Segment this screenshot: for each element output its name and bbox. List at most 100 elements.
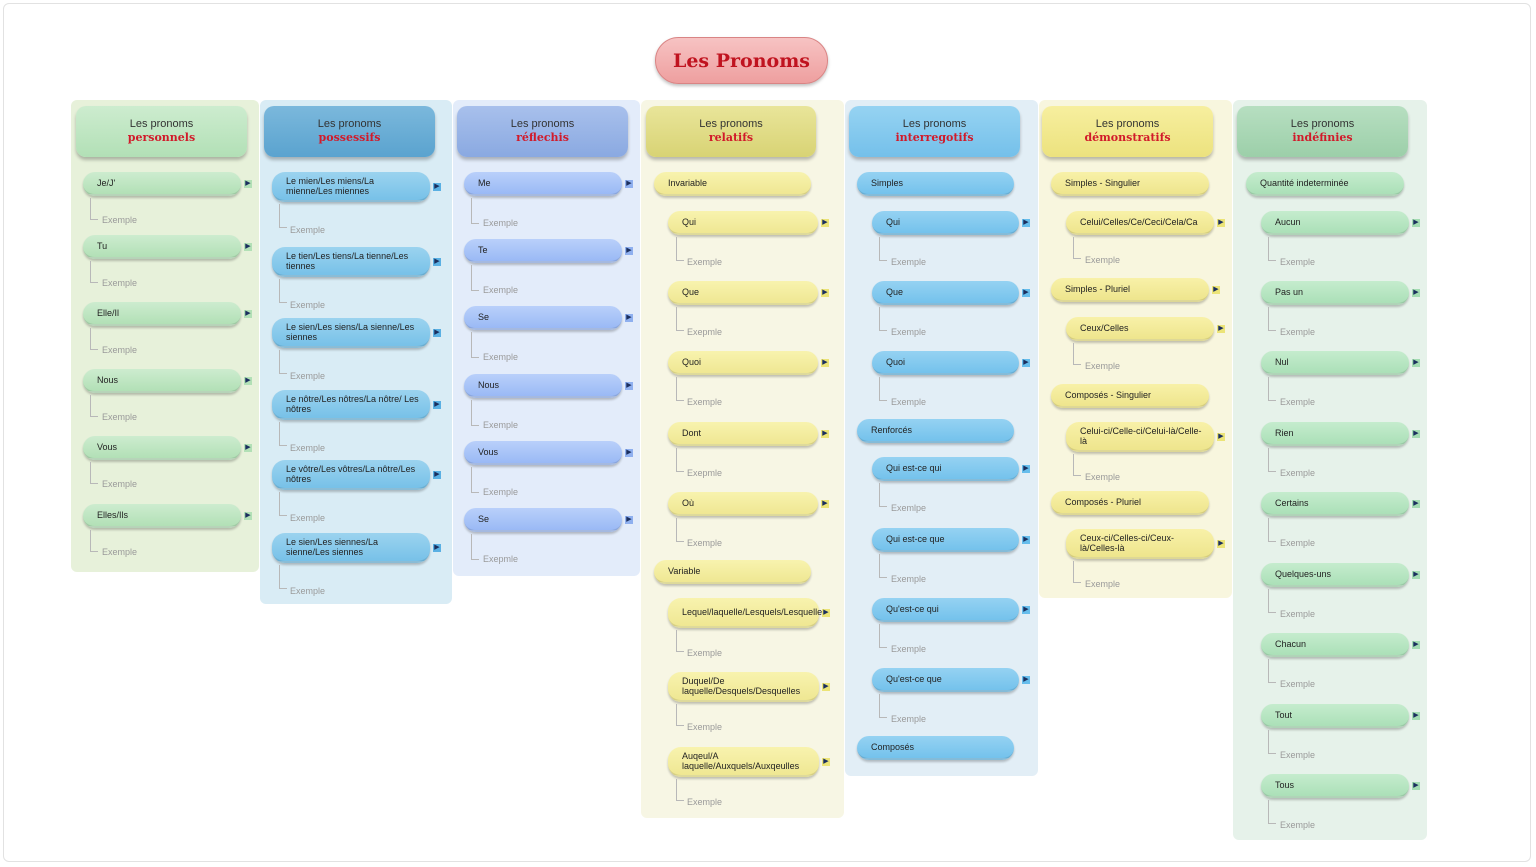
expand-arrow-icon[interactable]: ▶ [1022, 606, 1030, 614]
list-item[interactable]: Quelques-uns [1261, 563, 1409, 587]
list-item[interactable]: Aucun [1261, 211, 1409, 235]
expand-arrow-icon[interactable]: ▶ [1022, 536, 1030, 544]
group-node[interactable]: Composés - Singulier [1051, 384, 1209, 408]
list-item[interactable]: Où [668, 492, 818, 516]
expand-arrow-icon[interactable]: ▶ [1412, 219, 1420, 227]
expand-arrow-icon[interactable]: ▶ [433, 329, 441, 337]
list-item[interactable]: Se [464, 508, 622, 532]
list-item[interactable]: Tu [83, 235, 241, 259]
expand-arrow-icon[interactable]: ▶ [244, 512, 252, 520]
expand-arrow-icon[interactable]: ▶ [433, 258, 441, 266]
list-item[interactable]: Celui/Celles/Ce/Ceci/Cela/Ca [1066, 211, 1214, 235]
group-node[interactable]: Simples - Singulier [1051, 172, 1209, 196]
list-item[interactable]: Vous [83, 436, 241, 460]
list-item[interactable]: Se [464, 306, 622, 330]
list-item[interactable]: Quoi [872, 351, 1019, 375]
list-item[interactable]: Que [872, 281, 1019, 305]
group-node[interactable]: Composés - Pluriel [1051, 491, 1209, 515]
expand-arrow-icon[interactable]: ▶ [1022, 465, 1030, 473]
list-item[interactable]: Elle/Il [83, 302, 241, 326]
column-header-demonstratifs[interactable]: Les pronoms démonstratifs [1042, 106, 1213, 157]
expand-arrow-icon[interactable]: ▶ [625, 382, 633, 390]
list-item[interactable]: Le sien/Les siens/La sienne/Les siennes [272, 318, 430, 348]
list-item[interactable]: Te [464, 239, 622, 263]
expand-arrow-icon[interactable]: ▶ [821, 219, 829, 227]
expand-arrow-icon[interactable]: ▶ [1022, 359, 1030, 367]
list-item[interactable]: Vous [464, 441, 622, 465]
expand-arrow-icon[interactable]: ▶ [625, 247, 633, 255]
expand-arrow-icon[interactable]: ▶ [433, 401, 441, 409]
list-item[interactable]: Le mien/Les miens/La mienne/Les miennes [272, 172, 430, 202]
expand-arrow-icon[interactable]: ▶ [822, 609, 830, 617]
list-item[interactable]: Le tien/Les tiens/La tienne/Les tiennes [272, 247, 430, 277]
expand-arrow-icon[interactable]: ▶ [821, 289, 829, 297]
list-item[interactable]: Me [464, 172, 622, 196]
list-item[interactable]: Que [668, 281, 818, 305]
group-node[interactable]: Renforcés [857, 419, 1014, 443]
expand-arrow-icon[interactable]: ▶ [1412, 782, 1420, 790]
list-item[interactable]: Nous [83, 369, 241, 393]
list-item[interactable]: Rien [1261, 422, 1409, 446]
column-header-personnels[interactable]: Les pronoms personnels [76, 106, 247, 157]
group-node[interactable]: Simples - Pluriel [1051, 278, 1209, 302]
group-node[interactable]: Quantité indeterminée [1246, 172, 1404, 196]
list-item[interactable]: Ceux-ci/Celles-ci/Ceux-là/Celles-là [1066, 529, 1214, 559]
list-item[interactable]: Le nôtre/Les nôtres/La nôtre/ Les nôtres [272, 390, 430, 420]
list-item[interactable]: Qui [668, 211, 818, 235]
expand-arrow-icon[interactable]: ▶ [821, 359, 829, 367]
expand-arrow-icon[interactable]: ▶ [1217, 540, 1225, 548]
expand-arrow-icon[interactable]: ▶ [1412, 359, 1420, 367]
expand-arrow-icon[interactable]: ▶ [433, 544, 441, 552]
expand-arrow-icon[interactable]: ▶ [822, 758, 830, 766]
expand-arrow-icon[interactable]: ▶ [1217, 219, 1225, 227]
expand-arrow-icon[interactable]: ▶ [821, 500, 829, 508]
list-item[interactable]: Lequel/laquelle/Lesquels/Lesquelles [668, 598, 827, 628]
expand-arrow-icon[interactable]: ▶ [1217, 325, 1225, 333]
root-title-node[interactable]: Les Pronoms [655, 37, 828, 84]
list-item[interactable]: Nous [464, 374, 622, 398]
list-item[interactable]: Quoi [668, 351, 818, 375]
expand-arrow-icon[interactable]: ▶ [1412, 712, 1420, 720]
list-item[interactable]: Chacun [1261, 633, 1409, 657]
expand-arrow-icon[interactable]: ▶ [822, 683, 830, 691]
expand-arrow-icon[interactable]: ▶ [1212, 286, 1220, 294]
column-header-interrogatifs[interactable]: Les pronoms interregotifs [849, 106, 1020, 157]
list-item[interactable]: Qu'est-ce qui [872, 598, 1019, 622]
list-item[interactable]: Elles/Ils [83, 504, 241, 528]
list-item[interactable]: Pas un [1261, 281, 1409, 305]
expand-arrow-icon[interactable]: ▶ [433, 471, 441, 479]
group-node[interactable]: Composés [857, 736, 1014, 760]
expand-arrow-icon[interactable]: ▶ [1022, 219, 1030, 227]
list-item[interactable]: Qui est-ce que [872, 528, 1019, 552]
expand-arrow-icon[interactable]: ▶ [244, 310, 252, 318]
column-header-indefinies[interactable]: Les pronoms indéfinies [1237, 106, 1408, 157]
expand-arrow-icon[interactable]: ▶ [625, 180, 633, 188]
expand-arrow-icon[interactable]: ▶ [244, 377, 252, 385]
expand-arrow-icon[interactable]: ▶ [1412, 571, 1420, 579]
list-item[interactable]: Le sien/Les siennes/La sienne/Les sienne… [272, 533, 430, 563]
list-item[interactable]: Qui est-ce qui [872, 457, 1019, 481]
list-item[interactable]: Tous [1261, 774, 1409, 798]
expand-arrow-icon[interactable]: ▶ [1022, 676, 1030, 684]
group-node[interactable]: Invariable [654, 172, 811, 196]
list-item[interactable]: Qu'est-ce que [872, 668, 1019, 692]
expand-arrow-icon[interactable]: ▶ [625, 516, 633, 524]
list-item[interactable]: Nul [1261, 351, 1409, 375]
expand-arrow-icon[interactable]: ▶ [244, 444, 252, 452]
list-item[interactable]: Certains [1261, 492, 1409, 516]
list-item[interactable]: Je/J' [83, 172, 241, 196]
expand-arrow-icon[interactable]: ▶ [1022, 289, 1030, 297]
expand-arrow-icon[interactable]: ▶ [1412, 641, 1420, 649]
column-header-reflechis[interactable]: Les pronoms réflechis [457, 106, 628, 157]
expand-arrow-icon[interactable]: ▶ [821, 430, 829, 438]
list-item[interactable]: Tout [1261, 704, 1409, 728]
expand-arrow-icon[interactable]: ▶ [433, 183, 441, 191]
column-header-relatifs[interactable]: Les pronoms relatifs [646, 106, 816, 157]
expand-arrow-icon[interactable]: ▶ [1412, 289, 1420, 297]
expand-arrow-icon[interactable]: ▶ [1217, 433, 1225, 441]
group-node[interactable]: Variable [654, 560, 811, 584]
list-item[interactable]: Qui [872, 211, 1019, 235]
list-item[interactable]: Ceux/Celles [1066, 317, 1214, 341]
list-item[interactable]: Auqeul/A laquelle/Auxquels/Auxqeulles [668, 747, 819, 777]
list-item[interactable]: Dont [668, 422, 818, 446]
